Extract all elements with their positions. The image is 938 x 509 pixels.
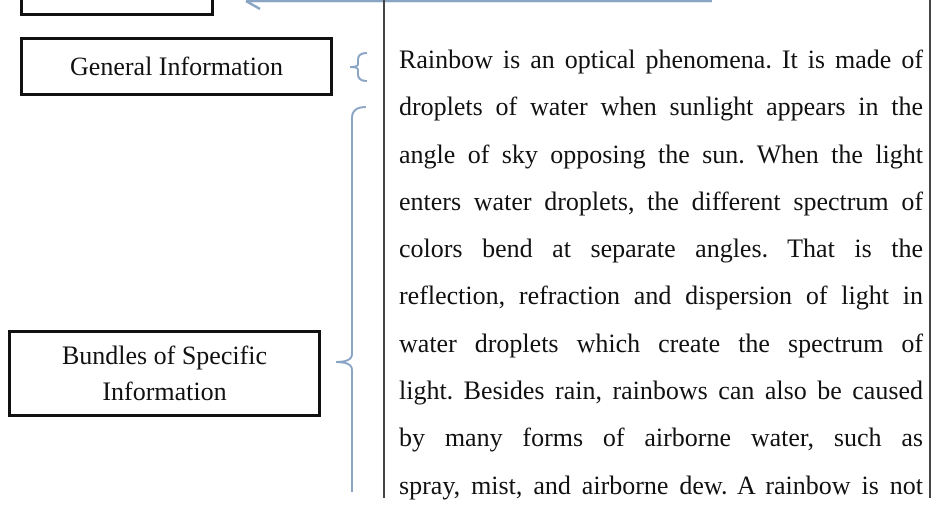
specific-information-label-line1: Bundles of Specific bbox=[61, 340, 268, 370]
paragraph: Rainbow is an optical phenomena. It is m… bbox=[399, 36, 923, 509]
text-line: reflection, refraction and dispersion of… bbox=[399, 281, 923, 311]
text-line: colors bend at separate angles. That is … bbox=[399, 234, 923, 264]
curly-bracket-general-icon bbox=[349, 52, 368, 82]
text-line: droplets of water when sunlight appears … bbox=[399, 92, 923, 122]
general-information-label: General Information bbox=[70, 51, 283, 81]
text-line: by many forms of airborne water, such as bbox=[399, 423, 923, 453]
text-line: water droplets which create the spectrum… bbox=[399, 328, 923, 358]
text-panel: Rainbow is an optical phenomena. It is m… bbox=[383, 0, 931, 500]
top-label-box bbox=[20, 0, 214, 16]
text-line: angle of sky opposing the sun. When the … bbox=[399, 139, 923, 169]
specific-information-label: Bundles of Specific Information bbox=[62, 338, 267, 410]
text-line: Rainbow is an optical phenomena. It is m… bbox=[399, 45, 923, 74]
text-line: spray, mist, and airborne dew. A rainbow… bbox=[399, 470, 923, 500]
curly-bracket-specific-icon bbox=[335, 106, 367, 492]
text-line: enters water droplets, the different spe… bbox=[399, 186, 923, 216]
text-line: light. Besides rain, rainbows can also b… bbox=[399, 376, 923, 406]
specific-information-label-line2: Information bbox=[102, 376, 227, 406]
specific-information-box: Bundles of Specific Information bbox=[8, 330, 321, 417]
general-information-box: General Information bbox=[20, 37, 333, 96]
